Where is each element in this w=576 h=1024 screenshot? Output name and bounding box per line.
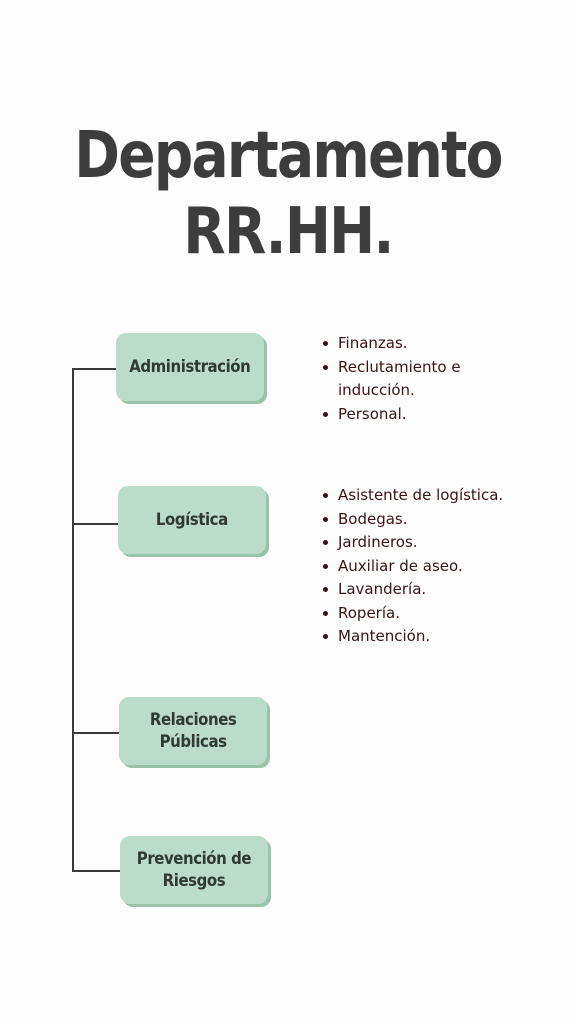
logistica-items: Asistente de logística. Bodegas. Jardine… <box>320 484 503 649</box>
administracion-items: Finanzas. Reclutamiento e inducción. Per… <box>320 332 488 426</box>
node-label: Administración <box>129 357 251 377</box>
node-label: Prevención de Riesgos <box>136 849 252 891</box>
connector-relaciones-publicas <box>72 732 120 734</box>
node-label: Relaciones Públicas <box>149 710 237 752</box>
list-item: Mantención. <box>320 625 503 649</box>
list-item: Auxiliar de aseo. <box>320 555 503 579</box>
list-item: Jardineros. <box>320 531 503 555</box>
connector-prevencion-riesgos <box>72 870 120 872</box>
list-item: Lavandería. <box>320 578 503 602</box>
node-label: Logística <box>156 510 228 530</box>
title-line-1: Departamento <box>74 119 503 193</box>
title-line-2: RR.HH. <box>183 195 394 269</box>
node-administracion: Administración <box>116 333 264 401</box>
list-item: Personal. <box>320 403 488 427</box>
list-item: Bodegas. <box>320 508 503 532</box>
node-prevencion-riesgos: Prevención de Riesgos <box>120 836 268 904</box>
tree-trunk-line <box>72 368 74 872</box>
list-item: Ropería. <box>320 602 503 626</box>
node-logistica: Logística <box>118 486 266 554</box>
list-item: Reclutamiento e inducción. <box>320 356 488 403</box>
node-relaciones-publicas: Relaciones Públicas <box>119 697 267 765</box>
page-title: Departamento RR.HH. <box>40 118 535 270</box>
connector-logistica <box>72 523 120 525</box>
connector-administracion <box>72 368 118 370</box>
list-item: Asistente de logística. <box>320 484 503 508</box>
list-item: Finanzas. <box>320 332 488 356</box>
